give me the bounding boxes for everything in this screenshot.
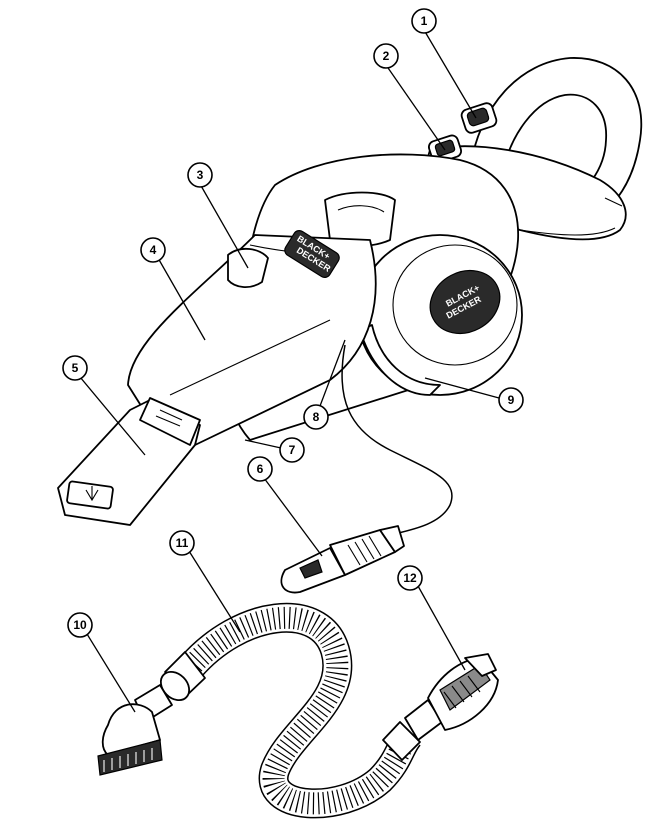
svg-text:3: 3	[197, 168, 204, 182]
svg-text:7: 7	[289, 443, 296, 457]
svg-text:4: 4	[150, 243, 157, 257]
hand-vacuum: BLACK+ DECKER BLACK+ DECKER	[58, 58, 641, 525]
svg-text:11: 11	[176, 536, 189, 550]
callout-9: 9	[499, 388, 523, 412]
svg-text:12: 12	[403, 571, 417, 585]
callout-7: 7	[280, 438, 304, 462]
callout-4: 4	[141, 238, 165, 262]
callout-1: 1	[412, 9, 436, 33]
svg-text:9: 9	[508, 393, 515, 407]
callout-2: 2	[374, 44, 398, 68]
svg-text:2: 2	[383, 49, 390, 63]
flexible-hose	[155, 618, 420, 804]
callout-5: 5	[63, 356, 87, 380]
callout-6: 6	[248, 457, 272, 481]
callout-10: 10	[68, 613, 92, 637]
wide-attachment-tool	[405, 654, 498, 740]
svg-text:8: 8	[313, 410, 320, 424]
svg-text:1: 1	[421, 14, 428, 28]
callout-12: 12	[398, 566, 422, 590]
svg-text:10: 10	[73, 618, 87, 632]
callout-11: 11	[170, 531, 194, 555]
svg-text:5: 5	[72, 361, 79, 375]
callout-3: 3	[188, 163, 212, 187]
svg-text:6: 6	[257, 462, 264, 476]
brush-attachment	[98, 685, 172, 775]
callout-8: 8	[304, 405, 328, 429]
